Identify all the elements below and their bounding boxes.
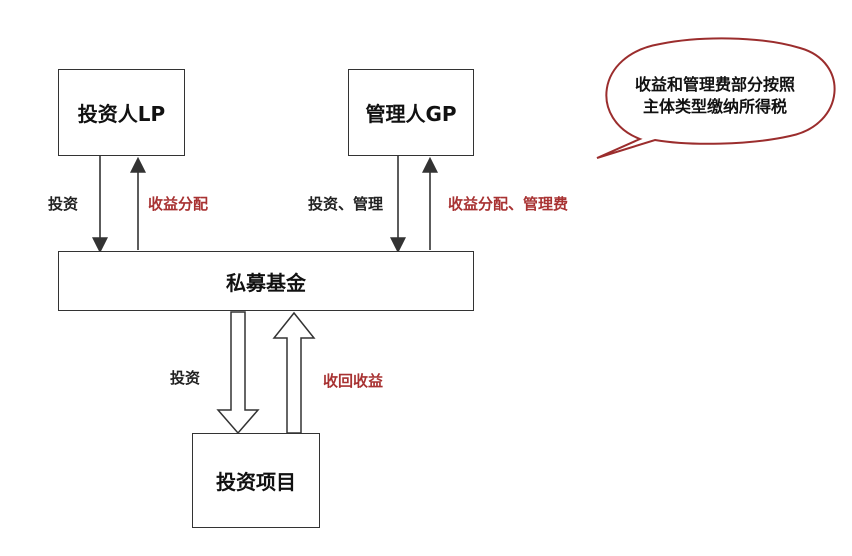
callout-line-2: 主体类型缴纳所得税 xyxy=(642,97,787,116)
node-fund: 私募基金 xyxy=(58,251,474,311)
node-lp: 投资人LP xyxy=(58,69,185,156)
node-gp-label: 管理人GP xyxy=(365,102,457,126)
callout-line-1: 收益和管理费部分按照 xyxy=(634,75,795,94)
callout-bubble xyxy=(596,37,836,159)
node-fund-label: 私募基金 xyxy=(226,270,306,295)
edge-lp-invest-label: 投资 xyxy=(48,195,79,213)
edge-gp-invest-label: 投资、管理 xyxy=(308,195,384,213)
callout-text: 收益和管理费部分按照 主体类型缴纳所得税 xyxy=(600,74,830,118)
fund-invest-hollow-arrow xyxy=(216,311,260,435)
edge-fund-invest-label: 投资 xyxy=(170,369,201,387)
edge-lp-return-label: 收益分配 xyxy=(148,195,209,213)
node-gp: 管理人GP xyxy=(348,69,474,156)
project-return-hollow-arrow xyxy=(272,311,316,434)
edge-project-return-label: 收回收益 xyxy=(323,372,384,390)
edge-gp-return-label: 收益分配、管理费 xyxy=(448,195,569,213)
node-project: 投资项目 xyxy=(192,433,320,528)
node-lp-label: 投资人LP xyxy=(77,102,166,126)
node-project-label: 投资项目 xyxy=(216,470,296,494)
